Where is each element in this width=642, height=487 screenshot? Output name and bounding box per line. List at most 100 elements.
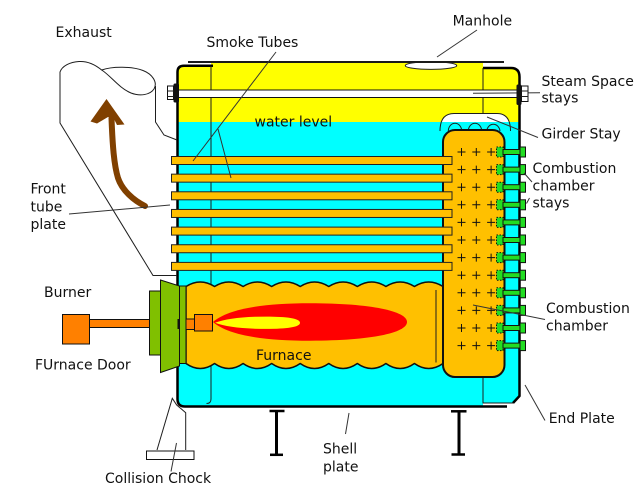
support-beam: [451, 410, 467, 456]
steam-space-stay-nut-rear: [521, 85, 529, 102]
burner: [62, 314, 150, 345]
stay-head-plus-mark: [457, 288, 466, 297]
stay-head-plus-mark: [457, 341, 466, 350]
stay-head-plus-mark: [472, 341, 481, 350]
end-plate-inner-edge-lower: [482, 377, 513, 404]
collision-chock-leader: [170, 442, 177, 472]
exhaust-stack-top: [100, 66, 156, 96]
label-line: stays: [533, 196, 570, 212]
stay-weld: [496, 234, 504, 246]
front-end-plate-outline: [176, 64, 213, 408]
label-line: plate: [31, 217, 66, 233]
stay-nut: [519, 181, 526, 193]
stay-head-plus-mark: [472, 218, 481, 227]
label-line: Combustion: [533, 161, 617, 177]
shell-plate-leader: [345, 412, 350, 435]
combustion-chamber-stay: [496, 252, 526, 264]
label-line: tube: [31, 199, 63, 215]
stay-rod: [502, 272, 521, 279]
label-combustion-chamber-stays: Combustion chamber stays: [533, 161, 621, 212]
combustion-chamber-stay: [496, 164, 526, 176]
label-front-tube-plate: Front tube plate: [31, 182, 71, 234]
smoke-tube: [171, 261, 453, 271]
combustion-chamber-stays: [496, 146, 526, 352]
stay-nut: [519, 287, 526, 299]
steam-space-stay-washer-front: [173, 83, 179, 103]
stay-rod: [502, 342, 521, 349]
stay-weld: [496, 287, 504, 299]
stay-head-plus-mark: [457, 324, 466, 332]
stay-rod: [502, 219, 521, 226]
stay-nut: [519, 216, 526, 228]
boiler-supports: [269, 409, 467, 457]
label-line: chamber: [546, 318, 608, 334]
smoke-tube: [171, 173, 453, 183]
smoke-tubes-leader-branch: [217, 128, 232, 179]
label-line: chamber: [533, 178, 595, 194]
steam-space-stay-washer-rear: [516, 84, 522, 105]
stay-head-plus-mark: [487, 148, 496, 156]
stay-heads: [457, 148, 496, 350]
end-plate-outline: [483, 66, 521, 404]
stay-head-plus-mark: [487, 236, 496, 244]
girder-stay-top-fill: [441, 113, 510, 122]
stay-weld: [496, 164, 504, 176]
stay-nut: [519, 199, 526, 211]
smoke-tubes: [171, 156, 453, 271]
front-tube-plate-leader: [68, 204, 171, 215]
burner-body: [62, 314, 90, 345]
label-line: Shell: [323, 442, 357, 458]
stay-head-plus-mark: [472, 200, 481, 209]
stay-weld: [496, 340, 504, 352]
stay-weld: [496, 269, 504, 281]
furnace-door-body: [160, 279, 180, 374]
stay-head-plus-mark: [472, 288, 481, 297]
stay-rod: [502, 254, 521, 261]
smoke-tube: [171, 208, 453, 218]
stay-head-plus-mark: [487, 183, 496, 192]
smoke-tube: [171, 226, 453, 236]
stay-head-plus-mark: [457, 183, 466, 192]
label-manhole: Manhole: [453, 13, 512, 29]
stay-rod: [502, 307, 521, 314]
smoke-tube: [171, 244, 453, 254]
stay-rod: [502, 237, 521, 243]
stay-nut: [519, 304, 526, 316]
stay-head-plus-mark: [487, 288, 496, 297]
stay-weld: [496, 322, 504, 334]
end-plate-leader: [524, 384, 546, 421]
stay-rod: [502, 166, 521, 173]
stay-head-plus-mark: [457, 253, 466, 262]
stay-head-plus-mark: [472, 165, 481, 174]
stay-nut: [519, 340, 526, 352]
leader-lines: [68, 29, 546, 472]
furnace-door-frame: [179, 285, 187, 364]
label-smoke-tubes: Smoke Tubes: [207, 35, 299, 51]
combustion-chamber-stay: [496, 216, 526, 228]
combustion-chamber-wall: [442, 129, 506, 378]
girder-stay: [439, 113, 511, 132]
stay-nut: [519, 164, 526, 176]
label-burner: Burner: [44, 285, 91, 301]
furnace-door-burner-port: [177, 319, 180, 329]
label-girder-stay: Girder Stay: [542, 127, 621, 143]
label-shell-plate: Shell plate: [323, 442, 362, 476]
label-furnace-door: FUrnace Door: [35, 358, 131, 374]
furnace: [185, 281, 444, 370]
front-tube-plate: [206, 66, 212, 404]
combustion-chamber-stay: [496, 234, 526, 246]
stay-weld: [496, 181, 504, 193]
stay-head-plus-mark: [487, 271, 496, 280]
stay-nut: [519, 146, 526, 158]
stay-head-plus-mark: [487, 253, 496, 262]
exhaust-uptake-rear-outline: [155, 86, 178, 141]
stay-head-plus-mark: [472, 271, 481, 280]
stay-head-plus-mark: [457, 271, 466, 280]
flame-outer: [213, 303, 407, 341]
girder-stay-leader: [486, 116, 539, 138]
smoke-tube: [171, 191, 453, 201]
burner-lance: [89, 319, 150, 328]
stay-head-plus-mark: [457, 306, 466, 315]
stay-head-plus-mark: [457, 200, 466, 209]
